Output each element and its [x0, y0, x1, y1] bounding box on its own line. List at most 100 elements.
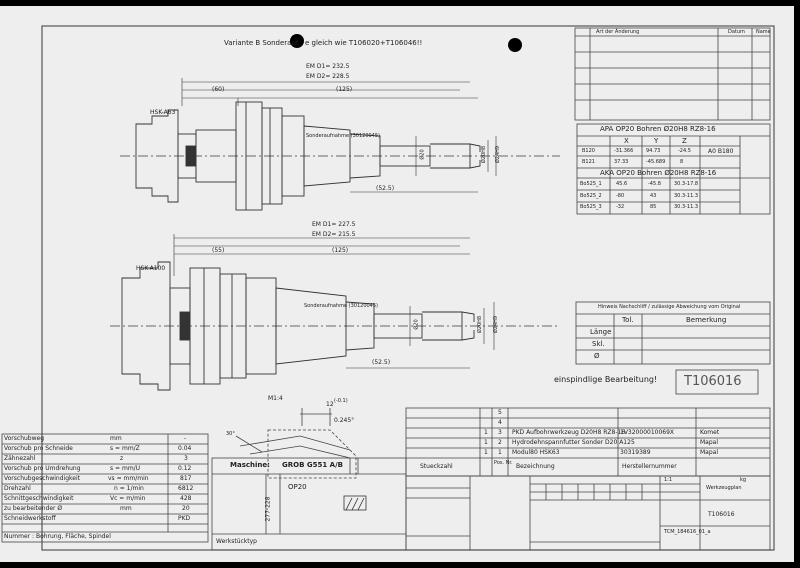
upper-dim-60: (60) [212, 86, 225, 93]
lower-d20h8: Ø20H8 [477, 315, 484, 334]
parts-qty: 1 [484, 439, 488, 446]
cut-value: - [184, 435, 187, 442]
cut-unit: mm [120, 505, 132, 512]
aka-cell: 30.3-11.3 [674, 193, 699, 199]
lower-tool-drawing [110, 234, 560, 391]
parts-desc: PKD Aufbohrwerkzeug D20H8 RZ8-16 [512, 429, 626, 436]
aka-cell: 30.3-11.3 [674, 204, 699, 210]
aka-cell: -32 [616, 204, 625, 210]
punch-hole [508, 38, 522, 52]
upper-spindle-label: HSK-A63 [150, 109, 176, 116]
parts-qty: 1 [484, 429, 488, 436]
upper-d20: Ø20 [419, 149, 426, 160]
detail-dim-sup: (-0.1) [334, 398, 348, 404]
cut-label: Zähnezahl [4, 455, 36, 462]
drawing-sheet: Variante B Sonderauf e gleich wie T10602… [0, 6, 794, 562]
upper-tool-drawing [120, 78, 560, 211]
aka-title: AKA OP20 Bohren Ø20H8 RZ8-16 [600, 169, 717, 177]
cut-unit: z [120, 455, 124, 462]
cut-label: zu bearbeitender Ø [4, 505, 63, 512]
lower-em-d1: EM D1= 227.5 [312, 221, 356, 228]
upper-sonder-label: Sonderaufnahme (30120045) [306, 133, 380, 139]
cut-label: Vorschub pro Schneide [4, 445, 73, 452]
apa-cell: B121 [582, 159, 595, 165]
aka-cell: Bo525_1 [580, 181, 602, 187]
parts-no: 1V32000010069X [620, 429, 675, 436]
cut-value: 6812 [178, 485, 194, 492]
parts-desc: Hydrodehnspannfutter Sonder D20 A125 [512, 439, 635, 446]
parts-header-herst: Herstellernummer [622, 463, 677, 470]
drawing-number-box: T106016 [684, 374, 742, 389]
aka-cell: -45.8 [648, 181, 661, 187]
apa-title: APA OP20 Bohren Ø20H8 RZ8-16 [600, 125, 716, 133]
parts-pos: 4 [498, 419, 502, 426]
lower-dim-125: (125) [332, 247, 349, 254]
hinweis-row: Skl. [592, 340, 605, 348]
detail-scale: M1:4 [268, 395, 283, 402]
parts-mfr: Komet [700, 429, 720, 436]
cut-value: 0.04 [178, 445, 192, 452]
cut-label: Drehzahl [4, 485, 31, 492]
detail-angle-30: 30° [226, 431, 235, 437]
aka-cell: 30.3-17.8 [674, 181, 699, 187]
title-label: Werkzeugplan [706, 485, 742, 491]
apa-header-z: Z [682, 137, 687, 145]
apa-cell: B120 [582, 148, 595, 154]
aka-cell: 85 [650, 204, 657, 210]
apa-header-x: X [624, 137, 629, 145]
apa-cell: 94.73 [646, 148, 661, 154]
punch-hole [290, 34, 304, 48]
rev-col-datum: Datum [728, 29, 745, 35]
cut-label: Nummer : Bohrung, Fläche, Spindel [4, 533, 111, 540]
aka-cell: 43 [650, 193, 657, 199]
parts-desc: Modul80 HSK63 [512, 449, 560, 456]
cut-unit: mm [110, 435, 122, 442]
cut-value: 817 [180, 475, 192, 482]
upper-d20h8: Ø20H8 [481, 145, 488, 164]
parts-pos: 3 [498, 429, 502, 436]
machine-vertical: 277-228 [264, 496, 272, 522]
aka-cell: Bo525_3 [580, 204, 602, 210]
parts-mfr: Mapal [700, 449, 719, 456]
parts-pos: 5 [498, 409, 502, 416]
cut-unit: s = mm/U [110, 465, 141, 472]
title-scale: 1:1 [664, 477, 673, 483]
technical-drawing [1, 25, 775, 551]
upper-d24: Ø24H9 [495, 145, 502, 164]
hinweis-row: Länge [590, 328, 612, 336]
cut-unit: Vc = m/min [110, 495, 146, 502]
title-drawing-no: T106016 [708, 511, 735, 518]
cut-unit: n = 1/min [114, 485, 144, 492]
parts-qty: 1 [484, 449, 488, 456]
werkstueck-label: Werkstücktyp [216, 538, 257, 545]
apa-cell: A0 B180 [708, 148, 734, 155]
upper-dim-52-5: (52.5) [376, 185, 395, 192]
parts-header-pos: Pos. Nr. [494, 460, 513, 466]
hinweis-title: Hinweis Nachschliff / zulässige Abweichu… [598, 304, 741, 310]
aka-cell: 45.6 [616, 181, 628, 187]
lower-sonder-label: Sonderaufnahme (30120045) [304, 303, 378, 309]
machine-value: GROB G551 A/B [282, 461, 343, 469]
aka-cell: Bo525_2 [580, 193, 602, 199]
parts-no: 30319389 [620, 449, 651, 456]
apa-cell: 8 [680, 159, 684, 165]
upper-em-d2: EM D2= 228.5 [306, 73, 350, 80]
apa-cell: -45.689 [646, 159, 666, 165]
parts-mfr: Mapal [700, 439, 719, 446]
cut-label: Schnittgeschwindigkeit [4, 495, 74, 502]
cut-value: PKD [178, 515, 191, 522]
variant-note-right: e gleich wie T106020+T106046!! [305, 39, 423, 47]
cut-value: 3 [184, 455, 188, 462]
aka-cell: -80 [616, 193, 625, 199]
parts-header-bez: Bezeichnung [516, 463, 555, 470]
machine-label: Maschine: [230, 461, 270, 469]
detail-dim-angle: 0.245° [334, 417, 355, 424]
rev-col-art: Art der Änderung [596, 29, 640, 35]
parts-pos: 1 [498, 449, 502, 456]
lower-d20: Ø20 [413, 319, 420, 330]
apa-header-y: Y [654, 137, 659, 145]
variant-note-left: Variante B Sonderauf [224, 39, 299, 47]
upper-em-d1: EM D1= 232.5 [306, 63, 350, 70]
title-file: TCM_184616_01_a [664, 529, 711, 535]
lower-spindle-label: HSK-A100 [136, 265, 166, 272]
